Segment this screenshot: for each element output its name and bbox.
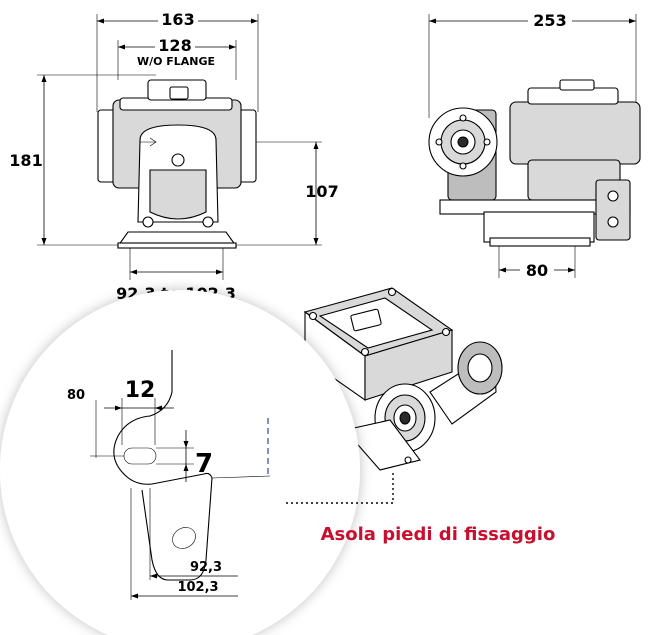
pump-front-drawing	[97, 79, 257, 249]
pump-side-drawing	[428, 79, 641, 247]
dim-253-label: 253	[533, 11, 566, 30]
front-view: 163 128 W/O FLANGE 181	[9, 10, 338, 303]
dim-181-label: 181	[9, 151, 42, 170]
dim-163-label: 163	[161, 10, 194, 29]
detail-view: 80 12 7 92,3 102,3	[0, 290, 360, 635]
dim-80-label: 80	[526, 261, 548, 280]
side-view: 253 80	[428, 11, 641, 280]
detail-leader-line	[286, 470, 394, 504]
dim-foot-length: 80	[498, 246, 576, 280]
dim-overall-height: 181	[9, 74, 156, 246]
dim-128-label: 128	[158, 36, 191, 55]
dim-width-without-flange: 128 W/O FLANGE	[117, 36, 237, 80]
without-flange-note: W/O FLANGE	[137, 55, 215, 68]
dim-107-label: 107	[305, 182, 338, 201]
detail-slot-width-label: 12	[125, 378, 156, 403]
pump-isometric-drawing	[303, 287, 503, 471]
detail-dim-80-label: 80	[67, 388, 85, 403]
detail-magnifier-circle	[0, 290, 360, 635]
dim-overall-width: 163	[96, 10, 259, 112]
detail-span-min-label: 92,3	[190, 560, 222, 575]
detail-caption: Asola piedi di fissaggio	[321, 524, 556, 545]
detail-span-max-label: 102,3	[177, 580, 218, 595]
dim-axis-height: 107	[236, 141, 339, 246]
detail-slot-height-label: 7	[195, 449, 213, 479]
dim-overall-length: 253	[428, 11, 637, 118]
